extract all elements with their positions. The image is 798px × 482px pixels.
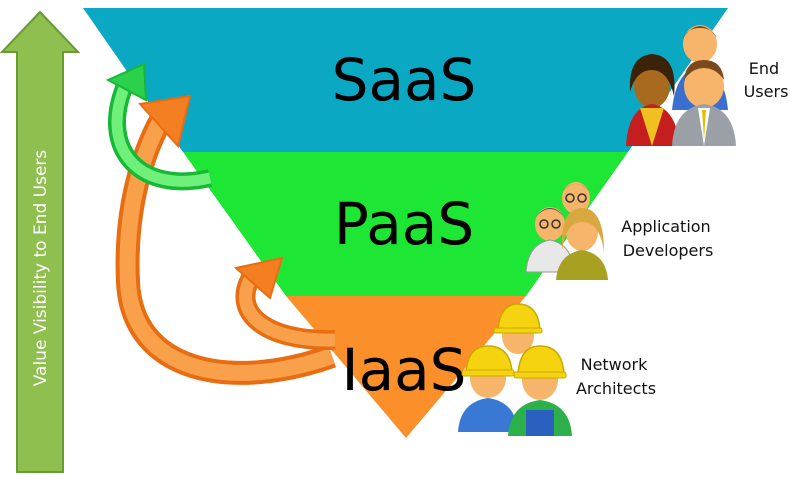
paas-label: PaaS — [334, 190, 474, 258]
end-users-label-line2: Users — [744, 82, 789, 101]
paas-layer — [183, 152, 628, 296]
iaas-label: IaaS — [341, 336, 466, 404]
curved-arrow-icon — [233, 256, 336, 351]
saas-layer — [83, 8, 728, 152]
architects-label-line1: Network — [581, 355, 649, 374]
curved-arrow-icon — [115, 94, 336, 385]
developers-label-line1: Application — [621, 217, 710, 236]
developers-icon — [525, 182, 608, 280]
end-users-label-line1: End — [749, 59, 779, 78]
construction-workers-icon — [458, 303, 572, 436]
architects-label-line2: Architects — [576, 379, 656, 398]
developers-label-line2: Developers — [623, 241, 714, 260]
value-visibility-arrow: Value Visibility to End Users — [0, 10, 81, 473]
business-people-icon — [626, 25, 736, 146]
curved-arrow-icon — [105, 62, 212, 191]
saas-label: SaaS — [332, 46, 477, 114]
pyramid: SaaS PaaS IaaS — [83, 8, 728, 438]
axis-label: Value Visibility to End Users — [31, 150, 51, 387]
up-arrow-icon — [0, 10, 81, 473]
iaas-layer — [286, 296, 526, 438]
curved-arrows — [105, 62, 336, 385]
